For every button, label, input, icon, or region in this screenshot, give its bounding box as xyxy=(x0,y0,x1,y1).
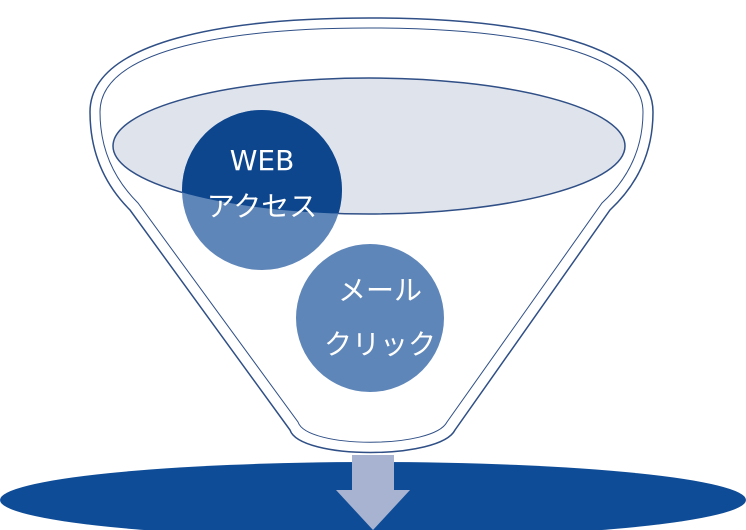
web-access-bubble-rim-overlap xyxy=(182,110,342,214)
mail-click-bubble xyxy=(296,244,444,392)
web-access-label-line2: アクセス xyxy=(207,190,318,223)
mail-click-label-line1: メール xyxy=(338,274,422,307)
mail-click-label-line2: クリック xyxy=(324,328,436,361)
funnel-inner xyxy=(99,27,644,443)
web-access-label-line1: WEB xyxy=(230,144,295,177)
down-arrow-icon xyxy=(336,455,410,530)
